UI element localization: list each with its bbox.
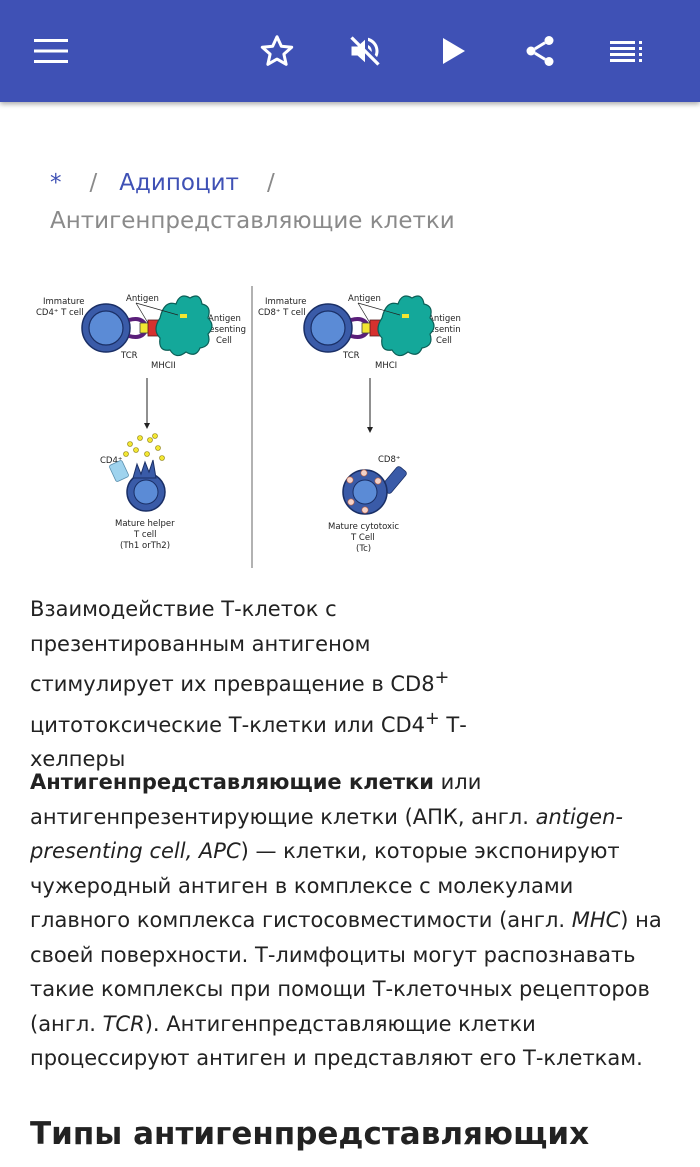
label-antigen: Antigen: [348, 294, 381, 304]
caption-text: Взаимодействие Т-клеток с презентированн…: [30, 597, 435, 696]
breadcrumb: * / Адипоцит / Антигенпредставляющие клетки: [50, 164, 650, 240]
label-antigen: Antigen: [126, 294, 159, 304]
t-cell-nucleus: [88, 310, 124, 346]
label-immature: Immature: [43, 297, 85, 307]
apc-antigen-fragment: [402, 314, 409, 318]
cytokine-dots: [123, 433, 165, 461]
left-panel: Immature CD4⁺ T cell Antigen Antigen Pre…: [36, 294, 246, 551]
caption-text: Т-хелперы: [30, 712, 467, 772]
app-toolbar: [0, 0, 700, 102]
share-button[interactable]: [512, 23, 568, 79]
article-text: или антигенпрезентирующие клетки (АПК, а…: [30, 770, 536, 829]
antigen-presenting-cell: [377, 295, 435, 357]
cytotoxic-granules: [346, 469, 382, 514]
article-text: ). Антигенпредставляющие клетки процесси…: [30, 1011, 643, 1071]
caption-text: цитотоксические Т-клетки или CD4: [30, 712, 426, 737]
right-panel: Immature CD8⁺ T cell Antigen Antigen Pre…: [258, 294, 461, 554]
label-tcr: TCR: [120, 351, 138, 361]
section-heading: Типы антигенпредставляющих: [30, 1116, 590, 1152]
label-mature-cytotoxic-type: (Tc): [356, 544, 371, 554]
bookmark-button[interactable]: [249, 23, 305, 79]
antigen-presenting-cell: [155, 295, 213, 357]
play-icon: [443, 38, 465, 64]
label-apc: Antigen: [208, 314, 241, 324]
figure-caption: Взаимодействие Т-клеток с презентированн…: [30, 592, 470, 777]
article-term: Антигенпредставляющие клетки: [30, 770, 434, 794]
label-immature-cell: CD8⁺ T cell: [258, 308, 306, 318]
label-mature-cytotoxic-tcell: T Cell: [350, 533, 375, 543]
mute-button[interactable]: [337, 23, 393, 79]
t-cell-nucleus: [310, 310, 346, 346]
label-apc-cell: Cell: [216, 336, 232, 346]
article-text: ) — клетки, которые экспонируют чужеродн…: [30, 839, 620, 932]
label-mature-cytotoxic: Mature cytotoxic: [328, 522, 399, 532]
caption-superscript: +: [434, 668, 450, 688]
playlist-icon: [610, 41, 642, 62]
playlist-button[interactable]: [599, 23, 655, 79]
label-mature-helper-tcell: T cell: [133, 530, 157, 540]
label-cd4: CD4⁺: [100, 456, 122, 466]
article-figure[interactable]: Immature CD4⁺ T cell Antigen Antigen Pre…: [28, 278, 474, 570]
t-cell-activation-diagram: Immature CD4⁺ T cell Antigen Antigen Pre…: [36, 286, 461, 568]
label-mature-helper: Mature helper: [115, 519, 175, 529]
play-button[interactable]: [426, 23, 482, 79]
menu-button[interactable]: [23, 23, 79, 79]
article-paragraph: Антигенпредставляющие клетки или антиген…: [30, 765, 675, 1076]
label-mhc: MHCII: [151, 361, 176, 371]
apc-antigen-fragment: [180, 314, 187, 318]
label-cd8: CD8⁺: [378, 455, 400, 465]
breadcrumb-parent-link[interactable]: Адипоцит: [119, 170, 239, 196]
menu-icon: [34, 39, 68, 63]
breadcrumb-current: Антигенпредставляющие клетки: [50, 208, 455, 234]
label-immature: Immature: [265, 297, 307, 307]
article-abbr-tcr: TCR: [102, 1011, 145, 1036]
article-text: ) на своей поверхности. Т-лимфоциты могу…: [30, 908, 662, 1036]
label-mature-helper-type: (Th1 orTh2): [120, 541, 170, 551]
volume-off-icon: [350, 36, 380, 66]
breadcrumb-separator: /: [89, 170, 98, 196]
breadcrumb-separator: /: [266, 170, 275, 196]
label-apc-cell: Cell: [436, 336, 452, 346]
cd4-coreceptor: [109, 460, 129, 482]
label-apc-presenting: Presenting: [201, 325, 246, 335]
share-icon: [526, 36, 554, 66]
star-outline-icon: [260, 35, 294, 66]
label-immature-cell: CD4⁺ T cell: [36, 308, 84, 318]
article-english-term: antigen-presenting cell, APC: [30, 804, 623, 864]
label-apc: Antigen: [428, 314, 461, 324]
label-tcr: TCR: [342, 351, 360, 361]
article-abbr-mhc: MHC: [571, 908, 621, 932]
label-apc-presenting: Presentin: [421, 325, 461, 335]
label-mhc: MHCI: [375, 361, 397, 371]
caption-superscript: +: [425, 708, 440, 729]
breadcrumb-root-link[interactable]: *: [50, 170, 62, 196]
